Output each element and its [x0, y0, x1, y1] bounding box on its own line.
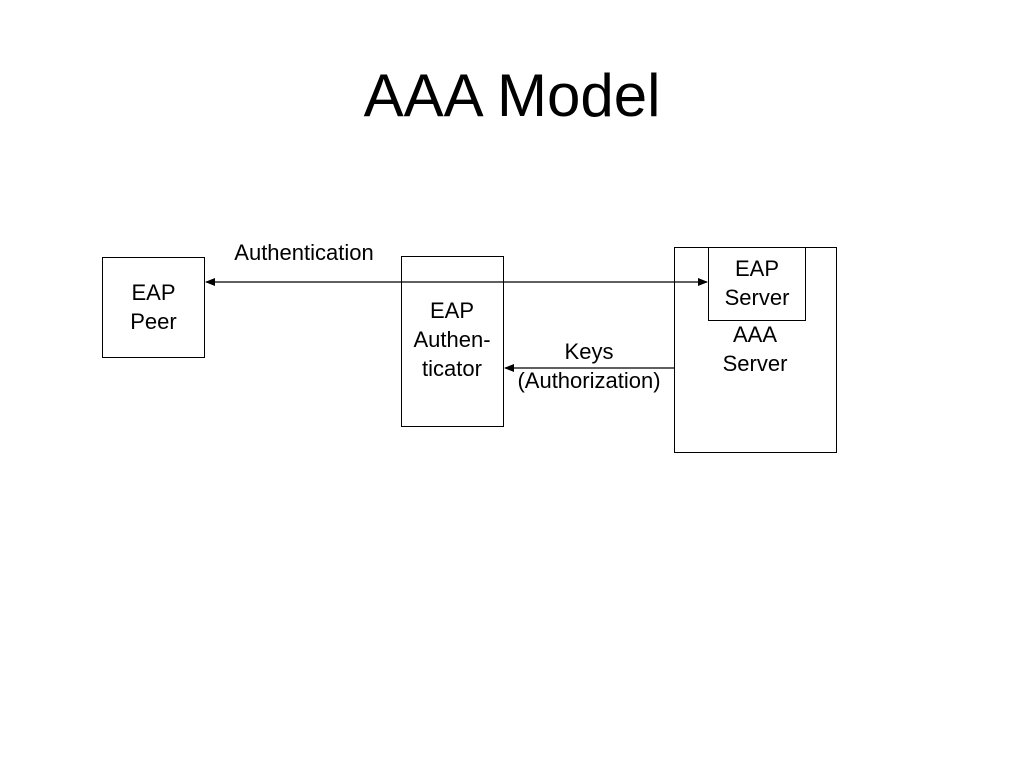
slide-title: AAA Model [363, 62, 661, 129]
eap-server-label: EAP Server [706, 254, 808, 312]
keys-label: Keys (Authorization) [503, 337, 675, 395]
keys-label-line2: (Authorization) [517, 368, 661, 393]
eap-server-label-line2: Server [724, 285, 790, 310]
aaa-server-label: AAA Server [705, 320, 805, 378]
authentication-label: Authentication [234, 240, 374, 265]
eap-peer-label-line1: EAP [131, 280, 176, 305]
eap-peer-box [102, 257, 205, 358]
eap-authenticator-label-line2: Authen- [413, 327, 491, 352]
eap-server-label-line1: EAP [734, 256, 780, 281]
eap-peer-label: EAP Peer [102, 278, 205, 336]
keys-label-line1: Keys [564, 339, 614, 364]
eap-server-box [708, 247, 806, 321]
eap-authenticator-label: EAP Authen- ticator [396, 296, 508, 383]
eap-authenticator-label-line3: ticator [422, 356, 482, 381]
eap-peer-label-line2: Peer [130, 309, 177, 334]
eap-authenticator-label-line1: EAP [429, 298, 475, 323]
aaa-server-label-line1: AAA [732, 322, 778, 347]
aaa-server-label-line2: Server [722, 351, 788, 376]
